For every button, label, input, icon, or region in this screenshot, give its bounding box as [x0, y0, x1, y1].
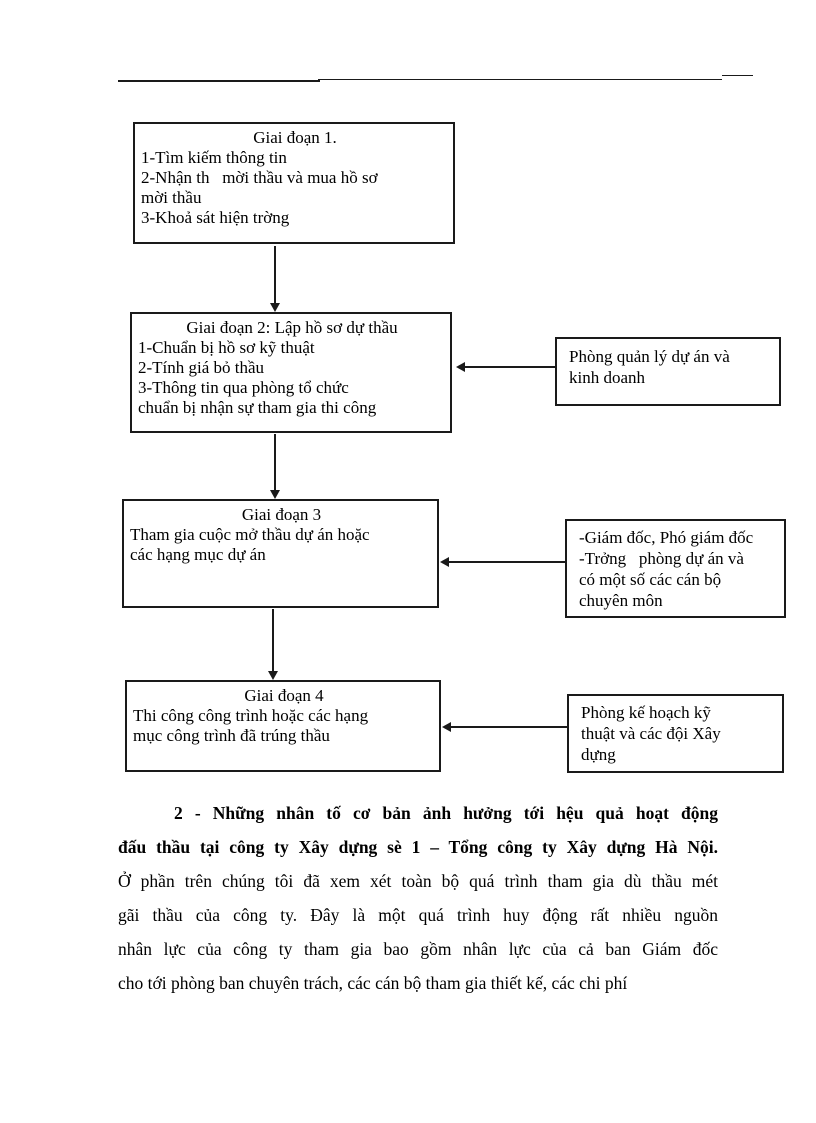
arrow-head-down-icon: [269, 303, 280, 312]
arrow-head-left-icon: [456, 362, 465, 372]
top-rule-dash: [722, 75, 753, 76]
arrow-down-stage1-stage2: [269, 246, 280, 312]
arrow-shaft: [273, 246, 276, 304]
arrow-shaft: [448, 561, 565, 563]
arrow-head-left-icon: [440, 557, 449, 567]
side2-line: chuyên môn: [579, 591, 663, 610]
stage4-line: mục công trình đã trúng thầu: [133, 726, 330, 745]
arrow-shaft: [271, 609, 274, 672]
arrow-shaft: [450, 726, 567, 728]
stage3-line: các hạng mục dự án: [130, 545, 266, 564]
stage2-line: 3-Thông tin qua phòng tổ chức: [138, 378, 349, 397]
body-text: 2 - Những nhân tố cơ bản ảnh hưởng tới h…: [118, 796, 718, 1000]
side-box-planning-dept: Phòng kế hoạch kỹ thuật và các đội Xây d…: [567, 694, 784, 773]
stage4-title: Giai đoạn 4: [244, 686, 324, 705]
stage3-box: Giai đoạn 3 Tham gia cuộc mở thầu dự án …: [122, 499, 439, 608]
top-rule-segment-left: [118, 80, 320, 82]
stage1-box: Giai đoạn 1. 1-Tìm kiếm thông tin 2-Nhận…: [133, 122, 455, 244]
arrow-down-stage3-stage4: [267, 609, 278, 680]
stage1-title: Giai đoạn 1.: [253, 128, 337, 147]
stage2-line: 1-Chuẩn bị hồ sơ kỹ thuật: [138, 338, 315, 357]
stage4-box: Giai đoạn 4 Thi công công trình hoặc các…: [125, 680, 441, 772]
side2-line: -Trởng phòng dự án và: [579, 549, 744, 568]
heading-line: đấu thầu tại công ty Xây dựng sè 1 – Tổn…: [118, 837, 718, 857]
paragraph-line: Ở phần trên chúng tôi đã xem xét toàn bộ…: [118, 871, 718, 891]
stage1-line: 2-Nhận th mời thầu và mua hồ sơ: [141, 168, 378, 187]
paragraph-line: cho tới phòng ban chuyên trách, các cán …: [118, 973, 628, 993]
arrow-down-stage2-stage3: [269, 434, 280, 499]
arrow-head-down-icon: [269, 490, 280, 499]
stage3-title: Giai đoạn 3: [241, 505, 322, 524]
side2-line: -Giám đốc, Phó giám đốc: [579, 528, 754, 547]
top-rule-segment-right: [318, 79, 722, 80]
stage2-box: Giai đoạn 2: Lập hồ sơ dự thầu 1-Chuẩn b…: [130, 312, 452, 433]
side1-line: kinh doanh: [569, 368, 646, 387]
arrow-left-side1-stage2: [456, 361, 555, 373]
paragraph-line: gãi thầu của công ty. Đây là một quá trì…: [118, 905, 718, 925]
side2-line: có một số các cán bộ: [579, 570, 722, 589]
stage3-line: Tham gia cuộc mở thầu dự án hoặc: [130, 525, 370, 544]
stage2-title: Giai đoạn 2: Lập hồ sơ dự thầu: [186, 318, 398, 337]
stage1-line: mời thầu: [141, 188, 202, 207]
side1-line: Phòng quản lý dự án và: [569, 347, 730, 366]
stage4-line: Thi công công trình hoặc các hạng: [133, 706, 369, 725]
side3-line: thuật và các đội Xây: [581, 724, 721, 743]
arrow-shaft: [464, 366, 555, 368]
stage1-line: 3-Khoả sát hiện trờng: [141, 208, 290, 227]
side3-line: dựng: [581, 745, 616, 764]
stage1-line: 1-Tìm kiếm thông tin: [141, 148, 287, 167]
stage2-line: 2-Tính giá bỏ thầu: [138, 358, 265, 377]
stage2-line: chuẩn bị nhận sự tham gia thi công: [138, 398, 377, 417]
arrow-left-side3-stage4: [442, 721, 567, 733]
arrow-head-left-icon: [442, 722, 451, 732]
arrow-shaft: [273, 434, 276, 491]
heading-line: 2 - Những nhân tố cơ bản ảnh hưởng tới h…: [174, 803, 718, 823]
side3-line: Phòng kế hoạch kỹ: [581, 703, 711, 722]
arrow-head-down-icon: [267, 671, 278, 680]
side-box-directors: -Giám đốc, Phó giám đốc -Trởng phòng dự …: [565, 519, 786, 618]
arrow-left-side2-stage3: [440, 556, 565, 568]
paragraph-line: nhân lực của công ty tham gia bao gồm nh…: [118, 939, 718, 959]
side-box-project-management: Phòng quản lý dự án và kinh doanh: [555, 337, 781, 406]
